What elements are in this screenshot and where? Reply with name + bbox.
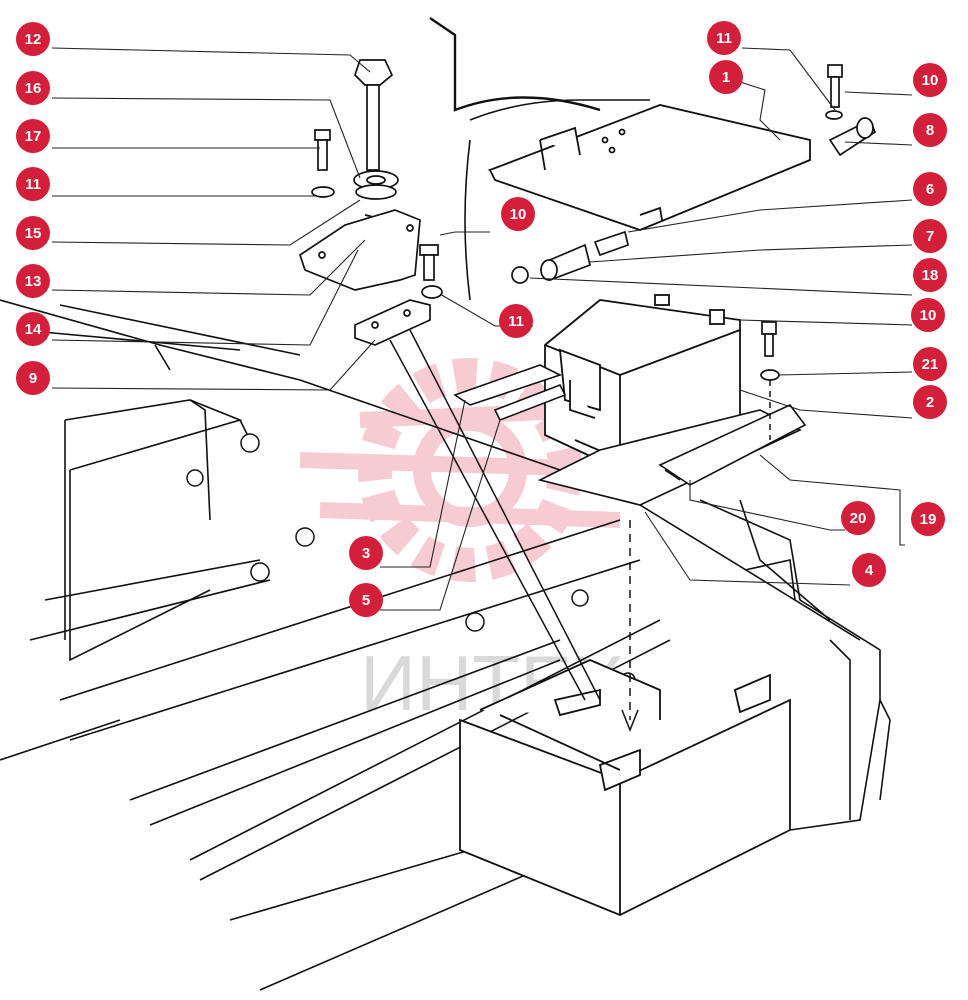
callout-11-center: 11 (499, 304, 533, 338)
callout-10-mid-right-label: 10 (920, 307, 937, 324)
callout-1: 1 (709, 60, 743, 94)
callout-2: 2 (913, 385, 947, 419)
callout-5: 5 (349, 583, 383, 617)
callout-14: 14 (16, 312, 50, 346)
bracket-assembly (298, 59, 443, 346)
callout-17: 17 (16, 119, 50, 153)
callout-6: 6 (913, 172, 947, 206)
callout-9-label: 9 (29, 370, 37, 387)
callout-11-top-label: 11 (716, 30, 732, 47)
callout-11-left: 11 (16, 167, 50, 201)
callout-5-label: 5 (362, 592, 370, 609)
callout-15-label: 15 (25, 225, 42, 242)
callout-21: 21 (913, 347, 947, 381)
callout-8: 8 (913, 113, 947, 147)
callout-20: 20 (841, 501, 875, 535)
callout-7-label: 7 (926, 228, 934, 245)
callout-20-label: 20 (850, 510, 867, 527)
leader-lines (51, 47, 913, 611)
callout-10-top-right-label: 10 (922, 72, 939, 89)
callout-10-top-right: 10 (913, 63, 947, 97)
callout-11-top: 11 (707, 21, 741, 55)
battery-box (459, 659, 791, 916)
callout-11-left-label: 11 (25, 176, 41, 193)
callout-6-label: 6 (926, 181, 934, 198)
callout-10-center: 10 (501, 197, 535, 231)
chassis-frame (0, 17, 891, 991)
callout-3-label: 3 (362, 545, 370, 562)
callout-4: 4 (852, 553, 886, 587)
callout-7: 7 (913, 219, 947, 253)
callout-15: 15 (16, 216, 50, 250)
callout-18: 18 (913, 258, 947, 292)
callout-13-label: 13 (25, 273, 42, 290)
callout-21-label: 21 (922, 356, 939, 373)
mounting-rails (453, 364, 807, 486)
callout-9: 9 (16, 361, 50, 395)
callout-16-label: 16 (25, 80, 42, 97)
right-hardware (511, 64, 877, 381)
callout-2-label: 2 (926, 394, 934, 411)
callout-13: 13 (16, 264, 50, 298)
callout-10-center-label: 10 (510, 206, 527, 223)
battery-cover-lid (487, 104, 811, 231)
callout-18-label: 18 (922, 267, 939, 284)
callout-11-center-label: 11 (508, 313, 524, 330)
callout-badges: 12 16 17 11 15 13 14 9 (16, 21, 947, 617)
callout-12-label: 12 (25, 31, 42, 48)
callout-12: 12 (16, 22, 50, 56)
callout-3: 3 (349, 536, 383, 570)
callout-16: 16 (16, 71, 50, 105)
callout-14-label: 14 (25, 321, 42, 338)
callout-8-label: 8 (926, 122, 934, 139)
callout-10-mid-right: 10 (911, 298, 945, 332)
callout-4-label: 4 (865, 562, 874, 579)
callout-1-label: 1 (722, 69, 730, 86)
callout-19: 19 (911, 502, 945, 536)
assembly-arrows (389, 329, 771, 733)
callout-17-label: 17 (25, 128, 42, 145)
callout-19-label: 19 (920, 511, 937, 528)
